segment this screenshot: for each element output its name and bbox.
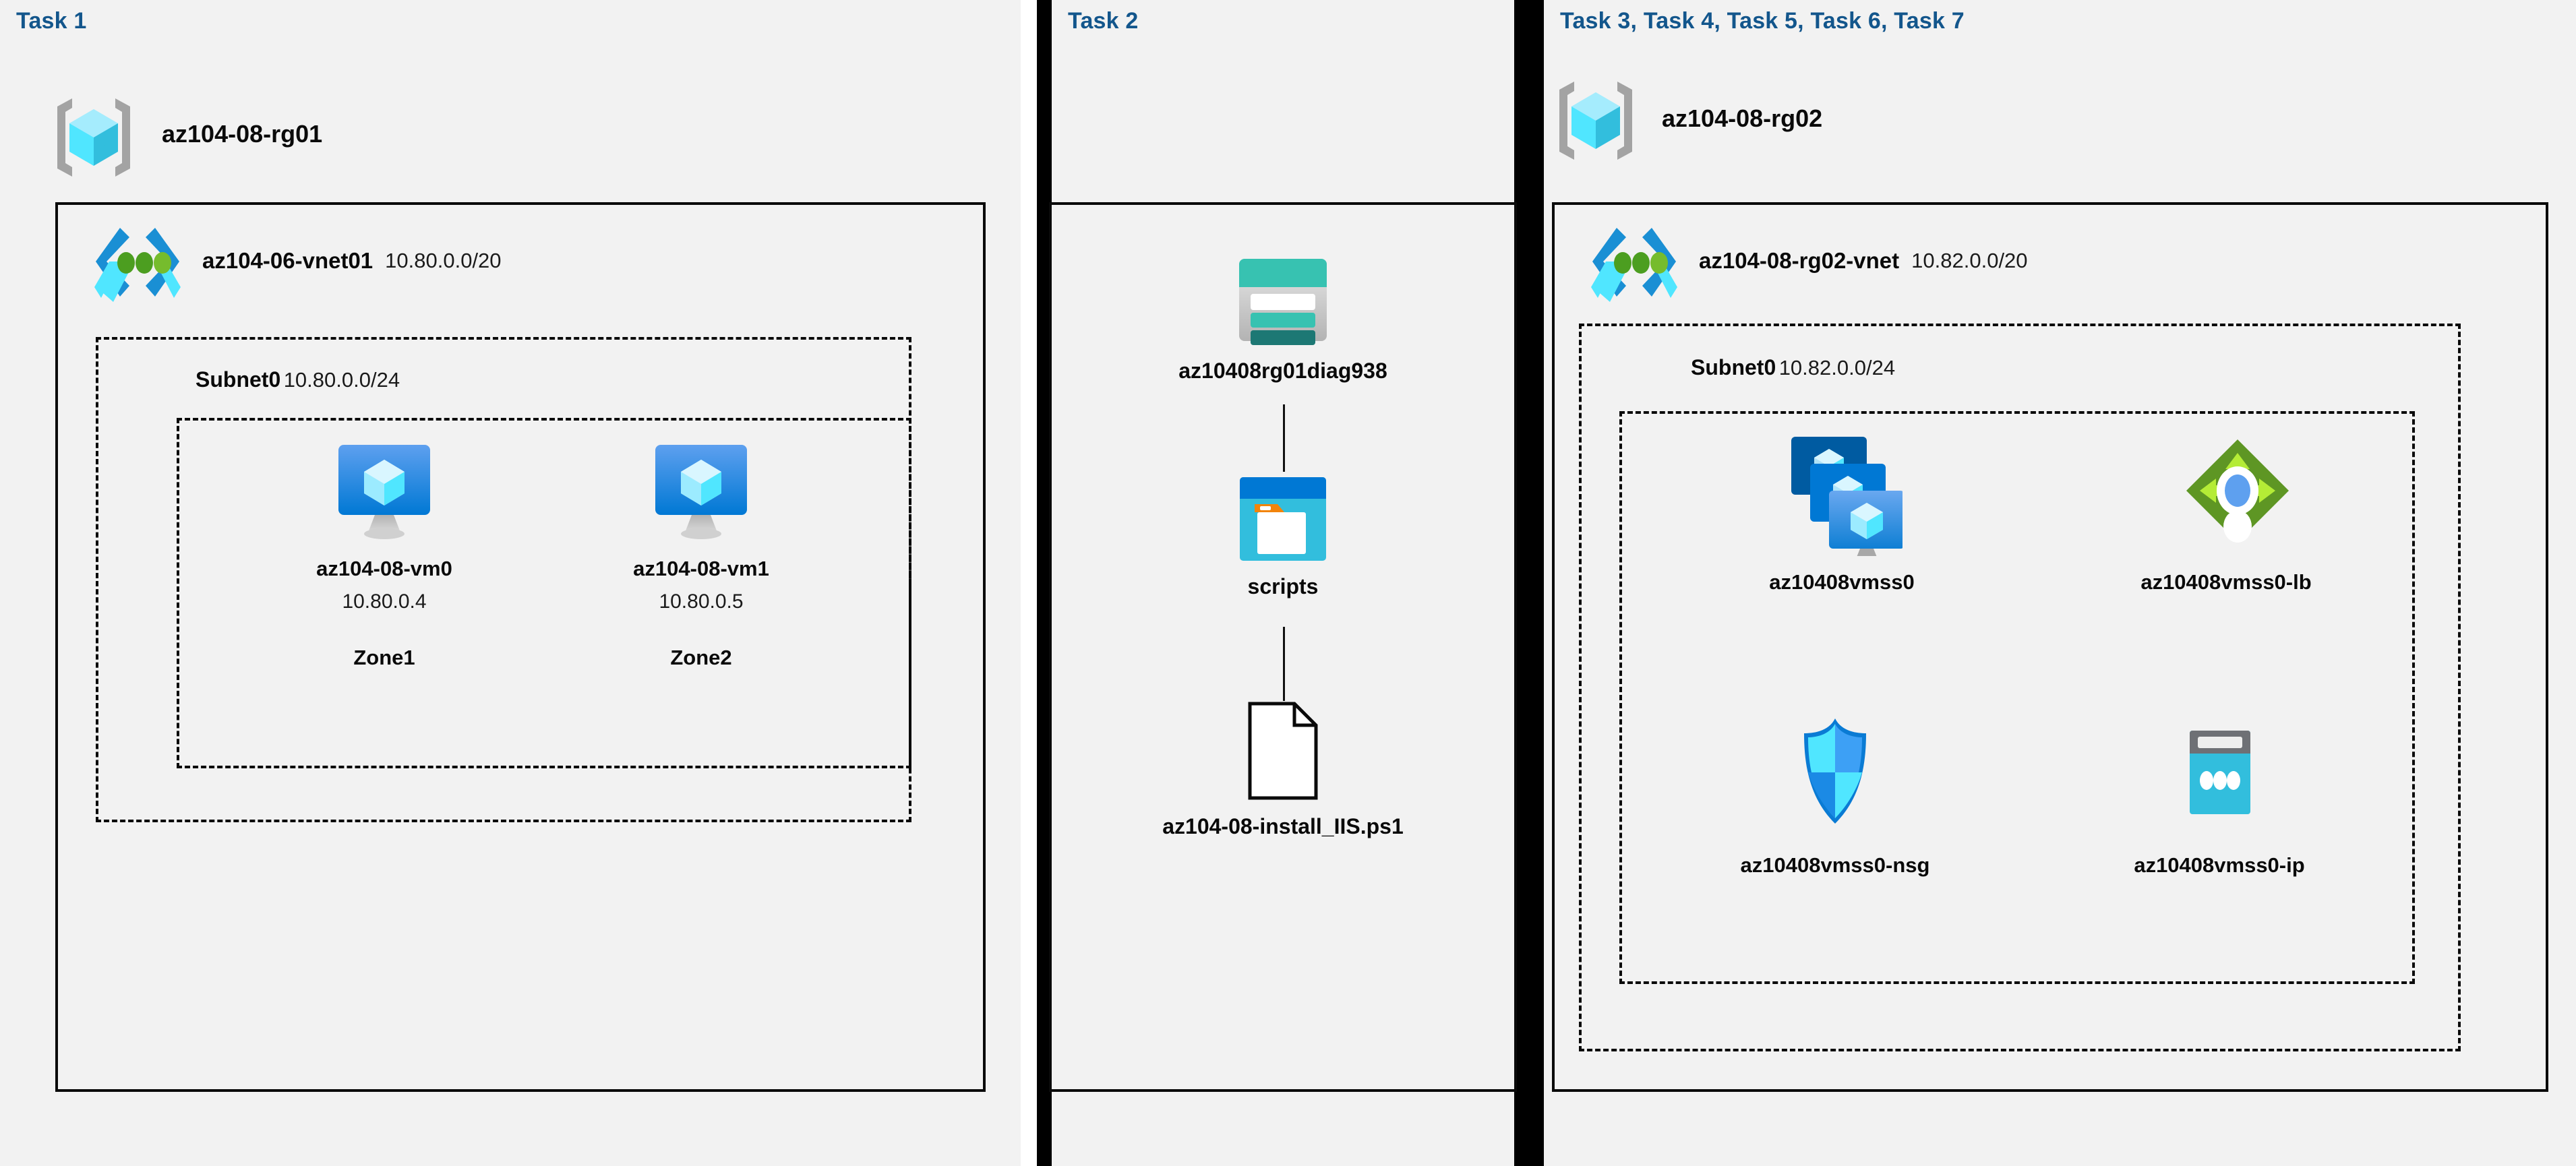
subnet-header: Subnet0 10.80.0.0/24 (196, 367, 400, 392)
connector-container-to-file (1283, 627, 1285, 701)
subnet-name: Subnet0 (1691, 355, 1776, 379)
subnet-cidr: 10.80.0.0/24 (283, 368, 400, 392)
zone-group-box (177, 418, 911, 768)
load-balancer-icon (2186, 439, 2289, 543)
vm-name: az104-08-vm1 (633, 557, 769, 580)
vnet-header: az104-08-rg02-vnet 10.82.0.0/20 (1699, 248, 2028, 274)
virtual-network-icon (1591, 228, 1677, 302)
vm-scale-set-label: az10408vmss0 (1769, 570, 1915, 594)
vm-ip: 10.80.0.4 (342, 590, 427, 613)
vnet-cidr: 10.82.0.0/20 (1911, 249, 2028, 272)
file-label: az104-08-install_IIS.ps1 (1162, 814, 1404, 838)
storage-account-icon (1239, 259, 1327, 345)
vnet-cidr: 10.80.0.0/20 (385, 249, 502, 272)
vm-zone: Zone1 (353, 646, 415, 669)
blob-container-label: scripts (1247, 574, 1319, 599)
load-balancer-label: az10408vmss0-lb (2140, 570, 2312, 594)
vm-name: az104-08-vm0 (316, 557, 452, 580)
panel-title-task-2: Task 2 (1068, 8, 1139, 34)
subnet-box (1579, 324, 2461, 1051)
virtual-machine-icon (338, 445, 430, 539)
panel-title-task-1: Task 1 (16, 8, 87, 34)
resource-group-icon (1559, 82, 1632, 160)
subnet-name: Subnet0 (196, 367, 281, 392)
vm-scale-set-icon (1791, 437, 1903, 556)
virtual-machine-icon (655, 445, 747, 539)
panel-task-1: Task 1 az104-08-rg01 az104-06-vnet01 (0, 0, 1021, 1166)
network-security-group-label: az10408vmss0-nsg (1740, 853, 1930, 877)
network-security-group-icon (1804, 718, 1866, 824)
subnet-cidr: 10.82.0.0/24 (1778, 356, 1896, 379)
storage-account-label: az10408rg01diag938 (1178, 359, 1387, 383)
blob-container-node[interactable]: scripts (1128, 472, 1438, 634)
panel-task-2: Task 2 az10408rg01diag938 (1037, 0, 1529, 1166)
panel-title-task-3-7: Task 3, Task 4, Task 5, Task 6, Task 7 (1560, 8, 1965, 34)
vnet-box (1552, 202, 2548, 1092)
vnet-box (55, 202, 986, 1092)
subnet-header: Subnet0 10.82.0.0/24 (1691, 355, 1895, 380)
vm-node-1[interactable]: az104-08-vm1 10.80.0.5 Zone2 (546, 431, 856, 748)
file-node[interactable]: az104-08-install_IIS.ps1 (1128, 701, 1438, 890)
blob-container-icon (1240, 477, 1326, 561)
public-ip-address-node[interactable]: az10408vmss0-ip (2064, 714, 2374, 917)
public-ip-address-label: az10408vmss0-ip (2134, 853, 2305, 877)
vnet-name: az104-06-vnet01 (202, 248, 373, 273)
vnet-header: az104-06-vnet01 10.80.0.0/20 (202, 248, 502, 274)
resource-group-label: az104-08-rg01 (162, 120, 323, 148)
storage-account-node[interactable]: az10408rg01diag938 (1128, 249, 1438, 411)
vm-node-0[interactable]: az104-08-vm0 10.80.0.4 Zone1 (229, 431, 539, 748)
resource-group-label: az104-08-rg02 (1662, 104, 1823, 132)
network-security-group-node[interactable]: az10408vmss0-nsg (1680, 714, 1990, 917)
load-balancer-node[interactable]: az10408vmss0-lb (2071, 431, 2381, 634)
vm-zone: Zone2 (670, 646, 732, 669)
public-ip-address-icon (2190, 731, 2250, 814)
connector-storage-to-container (1283, 404, 1285, 472)
vm-ip: 10.80.0.5 (659, 590, 744, 613)
vm-scale-set-node[interactable]: az10408vmss0 (1687, 431, 1997, 634)
virtual-network-icon (94, 228, 181, 302)
vnet-name: az104-08-rg02-vnet (1699, 248, 1900, 273)
resource-group-inner-box (1619, 411, 2415, 984)
panel-task-3-7: Task 3, Task 4, Task 5, Task 6, Task 7 a… (1529, 0, 2576, 1166)
resource-group-icon (57, 98, 130, 177)
file-icon (1248, 702, 1318, 800)
